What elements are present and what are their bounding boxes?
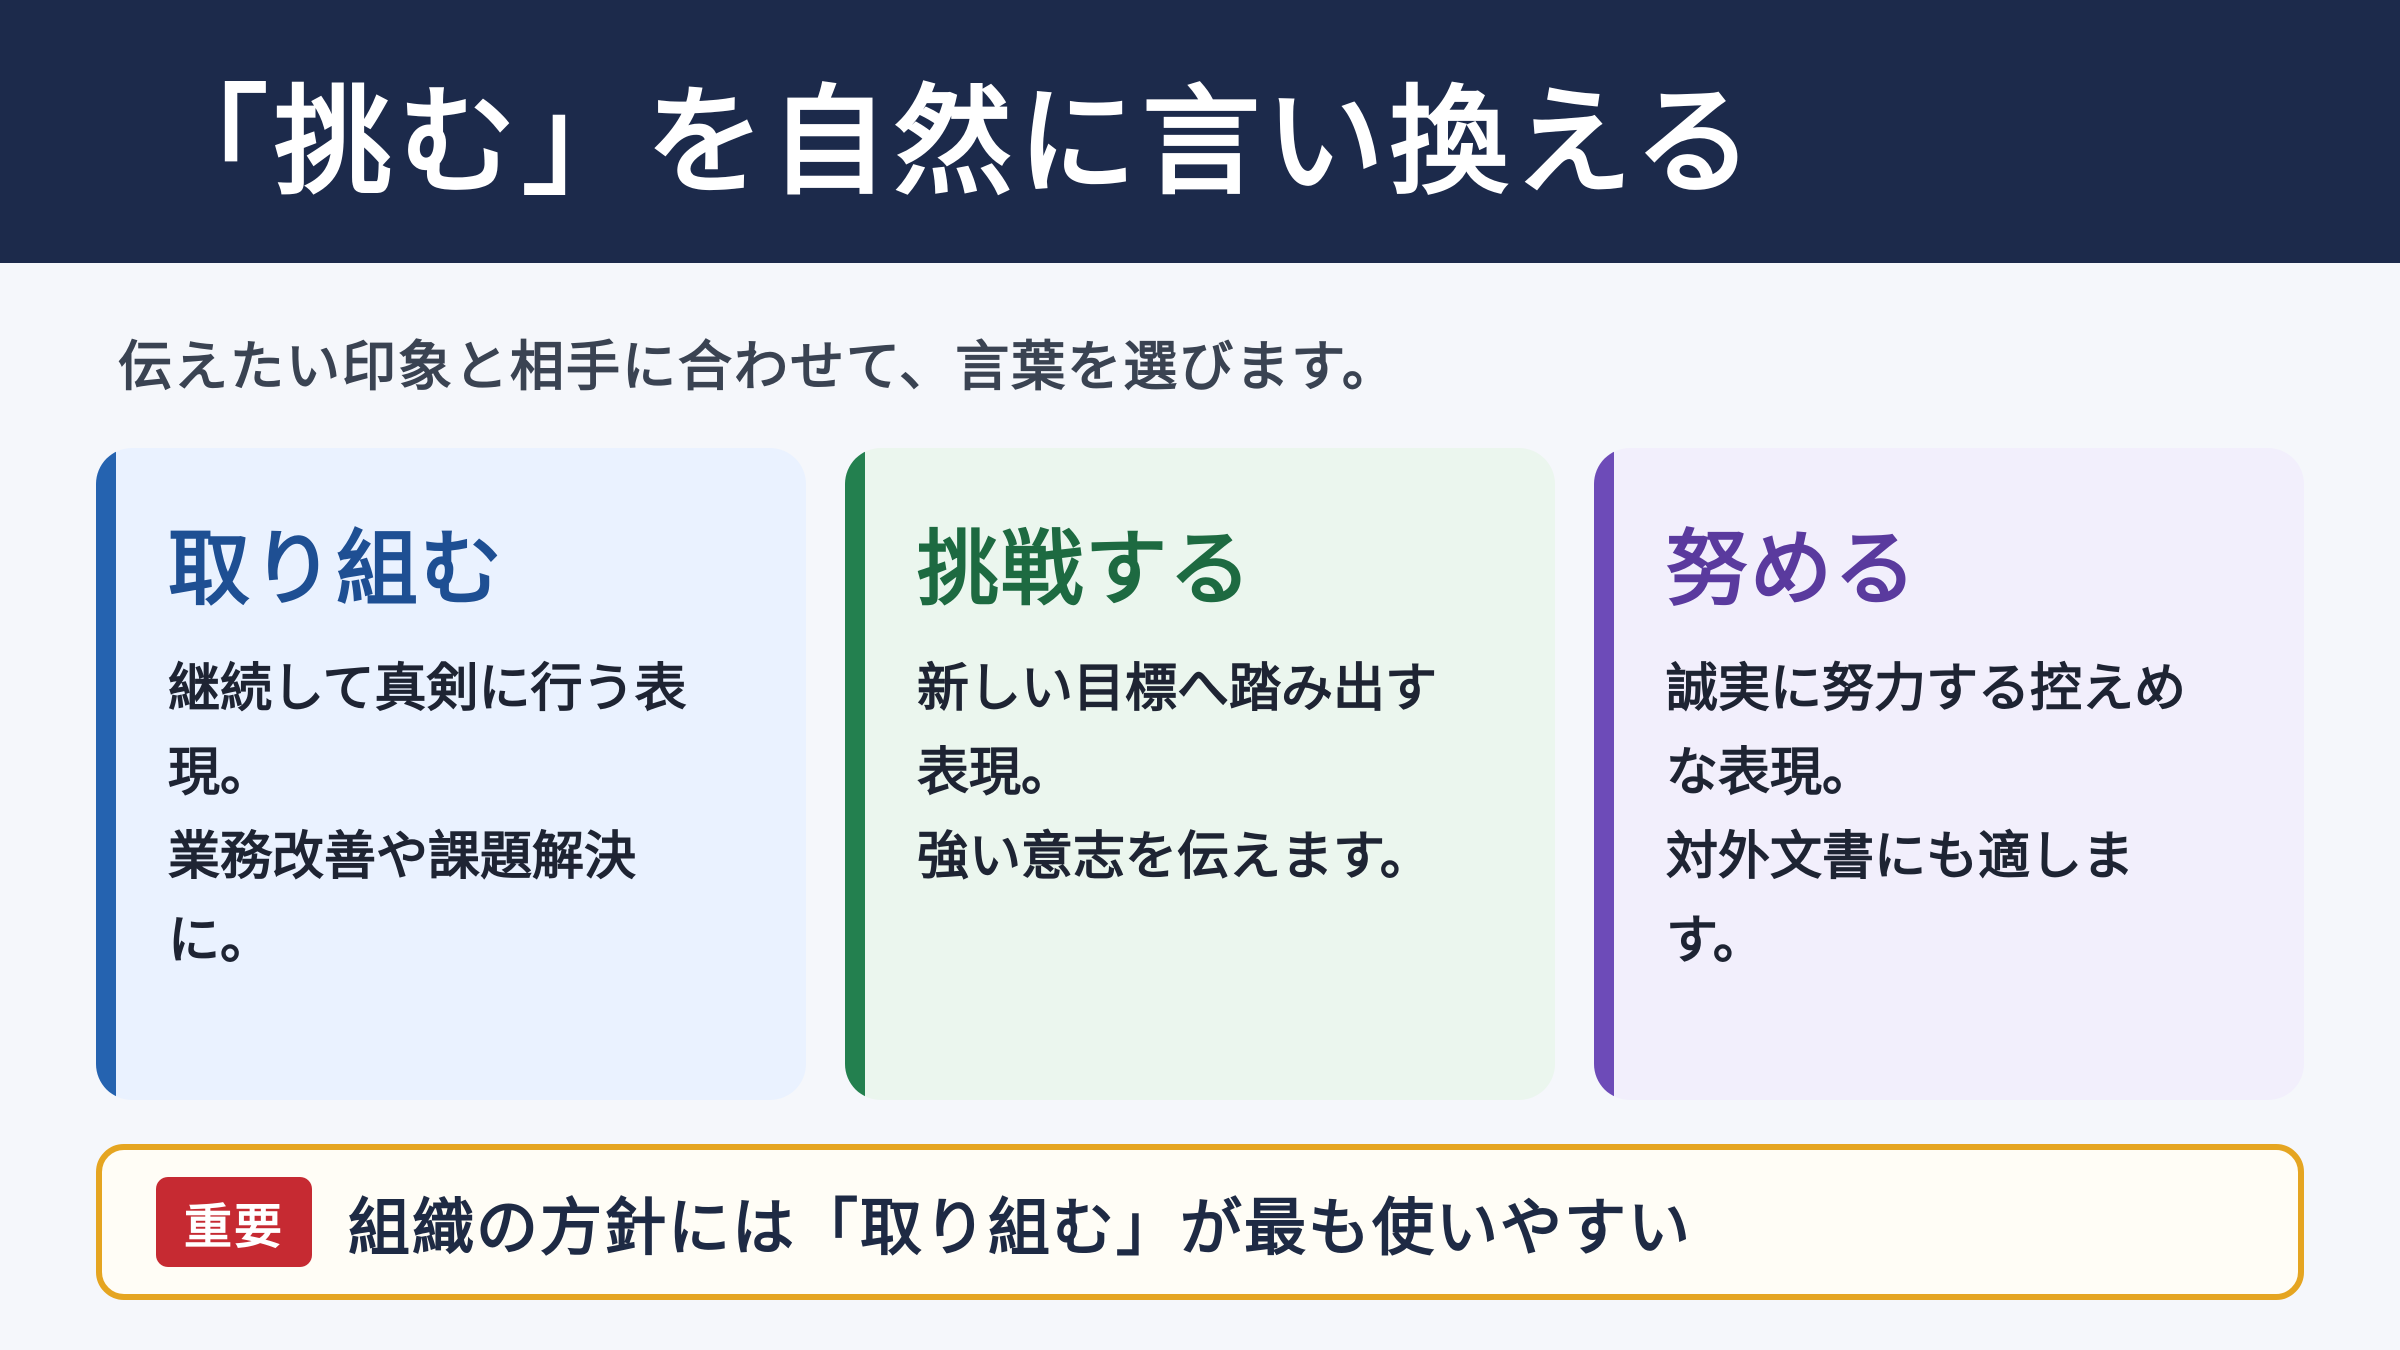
card-accent-bar	[845, 448, 865, 1100]
card-title: 努める	[1666, 522, 1919, 617]
card-title: 挑戦する	[917, 522, 1254, 617]
lead-text: 伝えたい印象と相手に合わせて、言葉を選びます。	[118, 335, 1398, 398]
card-tsutomeru: 努める 誠実に努力する控えめ な表現。 対外文書にも適します。	[1594, 448, 2304, 1100]
card-body: 誠実に努力する控えめ な表現。 対外文書にも適します。	[1666, 659, 2187, 971]
card-accent-bar	[1594, 448, 1614, 1100]
callout-text: 組織の方針には「取り組む」が最も使いやすい	[348, 1191, 1693, 1264]
header-banner: 「挑む」を自然に言い換える	[0, 0, 2400, 263]
card-torikumu: 取り組む 継続して真剣に行う表 現。 業務改善や課題解決 に。	[96, 448, 806, 1100]
card-title: 取り組む	[168, 522, 505, 617]
card-body: 新しい目標へ踏み出す 表現。 強い意志を伝えます。	[917, 659, 1438, 887]
card-chousen-suru: 挑戦する 新しい目標へ踏み出す 表現。 強い意志を伝えます。	[845, 448, 1555, 1100]
page-title: 「挑む」を自然に言い換える	[150, 73, 1759, 211]
important-callout: 重要 組織の方針には「取り組む」が最も使いやすい	[96, 1144, 2304, 1300]
card-group: 取り組む 継続して真剣に行う表 現。 業務改善や課題解決 に。 挑戦する 新しい…	[96, 448, 2304, 1100]
important-badge: 重要	[156, 1177, 313, 1267]
card-accent-bar	[96, 448, 116, 1100]
card-body: 継続して真剣に行う表 現。 業務改善や課題解決 に。	[168, 659, 687, 971]
